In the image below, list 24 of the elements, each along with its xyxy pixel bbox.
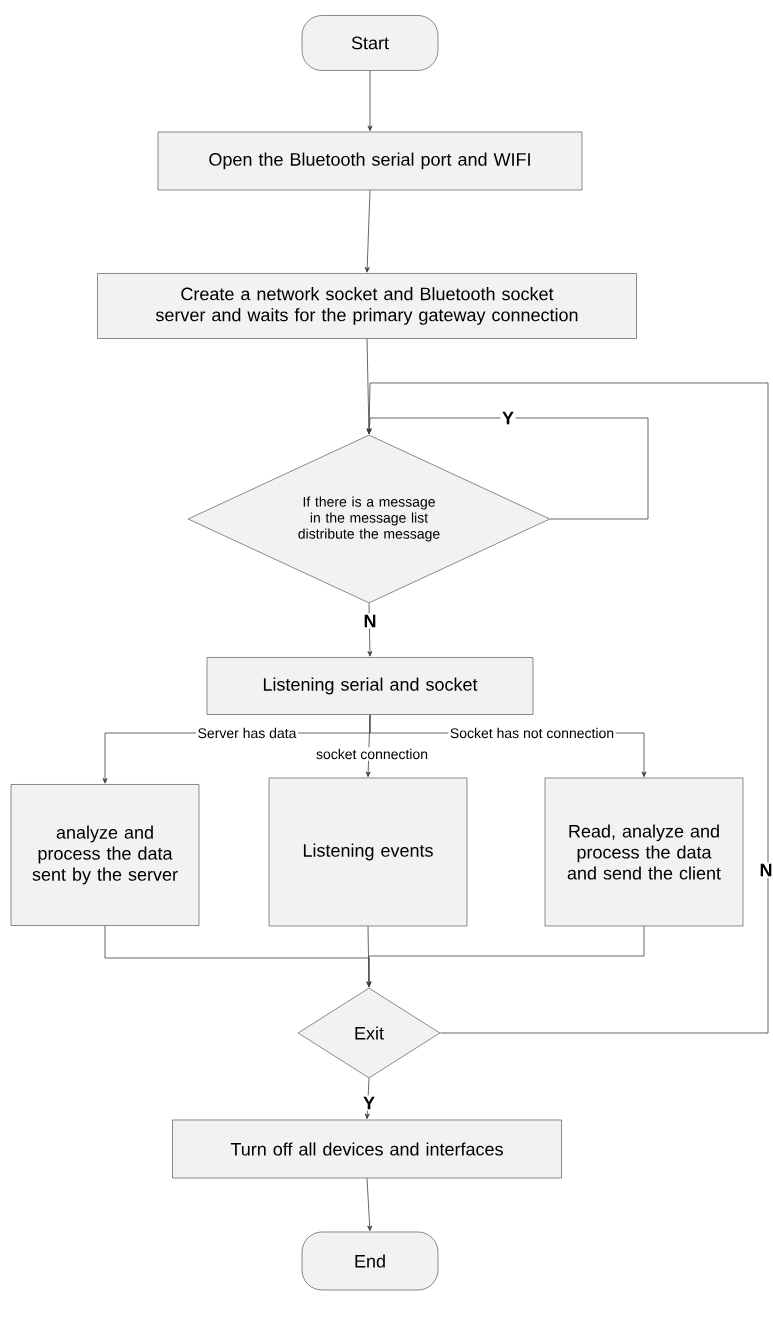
arrow xyxy=(366,1177,373,1232)
edge-label: Y xyxy=(361,1095,377,1111)
edge-label: socket connection xyxy=(314,747,430,761)
arrow xyxy=(364,1077,370,1120)
edge-label: Y xyxy=(500,410,516,426)
process-box: Read, analyze and process the data and send the client xyxy=(544,777,744,927)
edge-label: N xyxy=(758,862,773,878)
process-box: Listening events xyxy=(268,777,468,927)
arrow xyxy=(366,417,649,520)
arrow xyxy=(364,189,371,273)
edge-label: Server has data xyxy=(196,726,298,740)
process-box: Listening serial and socket xyxy=(206,657,534,715)
process-box: analyze and process the data sent by the server xyxy=(10,784,200,926)
arrow xyxy=(367,70,373,132)
process-box: Create a network socket and Bluetooth socket server and waits for the primary gateway connection xyxy=(97,273,637,339)
arrow xyxy=(367,602,373,657)
arrow xyxy=(366,925,645,988)
edge-label: N xyxy=(362,613,378,629)
terminal-box: End xyxy=(301,1231,439,1291)
terminal-box: Start xyxy=(301,15,439,71)
process-box: Open the Bluetooth serial port and WIFI xyxy=(157,131,583,191)
edge-label: Socket has not connection xyxy=(448,726,616,740)
arrow xyxy=(366,382,769,1034)
process-box: Turn off all devices and interfaces xyxy=(172,1119,562,1179)
